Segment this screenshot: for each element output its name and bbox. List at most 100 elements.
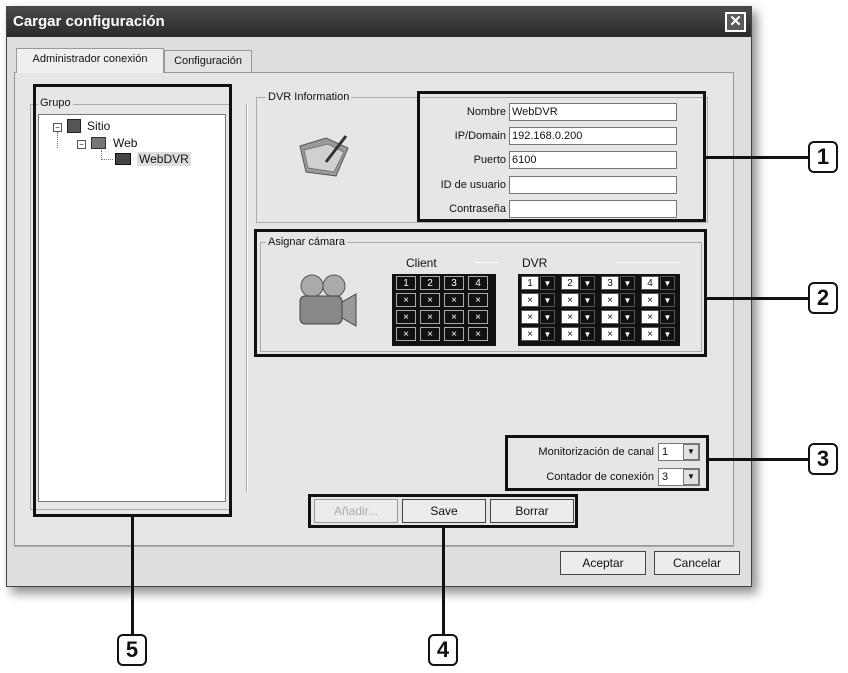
window-title: Cargar configuración xyxy=(13,13,165,30)
channel-monitoring-select[interactable]: 1 ▼ xyxy=(658,443,700,461)
connection-counter-select[interactable]: 3 ▼ xyxy=(658,468,700,486)
callout-box-5 xyxy=(33,84,232,517)
delete-button[interactable]: Borrar xyxy=(490,499,574,523)
name-label: Nombre xyxy=(466,106,506,118)
chevron-down-icon[interactable]: ▼ xyxy=(683,444,699,460)
dropdown-icon[interactable]: ▼ xyxy=(620,276,635,290)
dvr-cell[interactable]: 4 xyxy=(641,276,659,290)
group-tree[interactable]: − Sitio − Web WebDVR xyxy=(38,114,226,502)
camera-icon xyxy=(299,274,357,327)
tree-item-webdvr[interactable]: WebDVR xyxy=(137,152,191,166)
callout-line-3 xyxy=(709,458,808,461)
dvr-info-legend: DVR Information xyxy=(266,91,352,103)
dvr-cell[interactable]: × xyxy=(601,293,619,307)
channel-monitoring-label: Monitorización de canal xyxy=(538,446,654,458)
counter-value: 3 xyxy=(662,471,669,483)
assign-camera-legend: Asignar cámara xyxy=(266,236,348,248)
name-field[interactable]: WebDVR xyxy=(509,103,677,121)
expander-icon[interactable]: − xyxy=(77,140,86,149)
client-cell[interactable]: × xyxy=(468,327,488,341)
dvr-cell[interactable]: × xyxy=(521,310,539,324)
password-field[interactable] xyxy=(509,200,677,218)
dvr-icon xyxy=(115,153,131,165)
ip-domain-field[interactable]: 192.168.0.200 xyxy=(509,127,677,145)
dvr-cell[interactable]: × xyxy=(641,327,659,341)
callout-line-1 xyxy=(706,156,808,159)
dvr-cell[interactable]: 1 xyxy=(521,276,539,290)
tab-connection-manager[interactable]: Administrador conexión xyxy=(16,48,164,73)
folder-icon xyxy=(91,137,106,149)
dropdown-icon[interactable]: ▼ xyxy=(580,276,595,290)
dropdown-icon[interactable]: ▼ xyxy=(660,293,675,307)
dvr-cell[interactable]: × xyxy=(601,310,619,324)
client-cell[interactable]: × xyxy=(444,327,464,341)
client-cell[interactable]: × xyxy=(420,293,440,307)
dvr-label: DVR xyxy=(522,256,548,270)
callout-line-2 xyxy=(707,297,808,300)
callout-number-3: 3 xyxy=(808,443,838,475)
client-cell[interactable]: × xyxy=(444,293,464,307)
dvr-cell[interactable]: × xyxy=(561,293,579,307)
client-cell[interactable]: × xyxy=(396,293,416,307)
dvr-cell[interactable]: × xyxy=(561,310,579,324)
dvr-cell[interactable]: × xyxy=(641,293,659,307)
dvr-cell[interactable]: × xyxy=(561,327,579,341)
close-icon: ✕ xyxy=(729,13,742,30)
close-button[interactable]: ✕ xyxy=(725,12,746,32)
callout-box-2 xyxy=(254,229,707,357)
callout-number-4: 4 xyxy=(428,634,458,666)
client-cell[interactable]: × xyxy=(468,293,488,307)
tree-line xyxy=(57,132,58,148)
dropdown-icon[interactable]: ▼ xyxy=(660,327,675,341)
user-id-field[interactable] xyxy=(509,176,677,194)
dropdown-icon[interactable]: ▼ xyxy=(540,293,555,307)
client-cell[interactable]: 3 xyxy=(444,276,464,290)
dropdown-icon[interactable]: ▼ xyxy=(580,293,595,307)
divider xyxy=(616,262,680,263)
chevron-down-icon[interactable]: ▼ xyxy=(683,469,699,485)
dropdown-icon[interactable]: ▼ xyxy=(620,310,635,324)
client-cell[interactable]: 1 xyxy=(396,276,416,290)
dvr-info-fieldset xyxy=(256,97,708,223)
dropdown-icon[interactable]: ▼ xyxy=(540,327,555,341)
user-id-label: ID de usuario xyxy=(440,179,506,191)
dvr-cell[interactable]: × xyxy=(641,310,659,324)
client-cell[interactable]: × xyxy=(444,310,464,324)
separator xyxy=(14,546,734,547)
dvr-cell[interactable]: × xyxy=(521,327,539,341)
dropdown-icon[interactable]: ▼ xyxy=(540,276,555,290)
dropdown-icon[interactable]: ▼ xyxy=(620,293,635,307)
expander-icon[interactable]: − xyxy=(53,123,62,132)
save-button[interactable]: Save xyxy=(402,499,486,523)
port-field[interactable]: 6100 xyxy=(509,151,677,169)
client-cell[interactable]: 2 xyxy=(420,276,440,290)
dropdown-icon[interactable]: ▼ xyxy=(620,327,635,341)
dvr-cell[interactable]: 2 xyxy=(561,276,579,290)
dropdown-icon[interactable]: ▼ xyxy=(540,310,555,324)
title-bar: Cargar configuración xyxy=(7,7,751,37)
client-cell[interactable]: × xyxy=(420,310,440,324)
tree-item-web[interactable]: Web xyxy=(113,136,138,150)
site-icon xyxy=(67,119,81,133)
channel-value: 1 xyxy=(662,446,669,458)
accept-button[interactable]: Aceptar xyxy=(560,551,646,575)
dropdown-icon[interactable]: ▼ xyxy=(660,276,675,290)
tree-line xyxy=(101,150,113,160)
client-cell[interactable]: × xyxy=(420,327,440,341)
callout-box-4 xyxy=(308,494,578,528)
dropdown-icon[interactable]: ▼ xyxy=(660,310,675,324)
client-cell[interactable]: 4 xyxy=(468,276,488,290)
dvr-cell[interactable]: × xyxy=(521,293,539,307)
client-cell[interactable]: × xyxy=(396,310,416,324)
dropdown-icon[interactable]: ▼ xyxy=(580,310,595,324)
dvr-cell[interactable]: × xyxy=(601,327,619,341)
dropdown-icon[interactable]: ▼ xyxy=(580,327,595,341)
tree-item-site[interactable]: Sitio xyxy=(87,119,111,133)
client-cell[interactable]: × xyxy=(396,327,416,341)
assign-camera-fieldset xyxy=(260,242,702,352)
tab-configuration[interactable]: Configuración xyxy=(164,50,252,72)
dvr-cell[interactable]: 3 xyxy=(601,276,619,290)
client-cell[interactable]: × xyxy=(468,310,488,324)
add-button[interactable]: Añadir... xyxy=(314,499,398,523)
cancel-button[interactable]: Cancelar xyxy=(654,551,740,575)
